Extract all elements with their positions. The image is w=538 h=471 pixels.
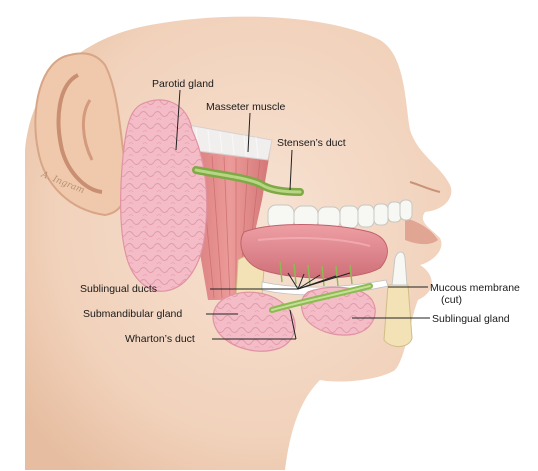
parotid-gland (120, 99, 208, 292)
lower-incisor (391, 251, 408, 286)
ear (34, 52, 129, 217)
label-mucous-membrane-cut: (cut) (441, 294, 462, 306)
label-parotid-gland: Parotid gland (152, 78, 214, 90)
nostril (409, 181, 441, 193)
label-whartons-duct: Wharton’s duct (125, 333, 195, 345)
mandible-bone-front (383, 284, 413, 347)
upper-teeth (267, 199, 413, 230)
lips-shading (405, 218, 438, 245)
label-sublingual-gland: Sublingual gland (432, 313, 510, 325)
leader-lines (175, 89, 430, 340)
label-submandibular-gland: Submandibular gland (83, 308, 183, 320)
label-mucous-membrane: Mucous membrane (430, 282, 520, 294)
tongue (240, 224, 388, 279)
label-sublingual-ducts: Sublingual ducts (80, 283, 158, 295)
label-stensens-duct: Stensen’s duct (277, 137, 346, 149)
label-masseter-muscle: Masseter muscle (206, 101, 286, 113)
